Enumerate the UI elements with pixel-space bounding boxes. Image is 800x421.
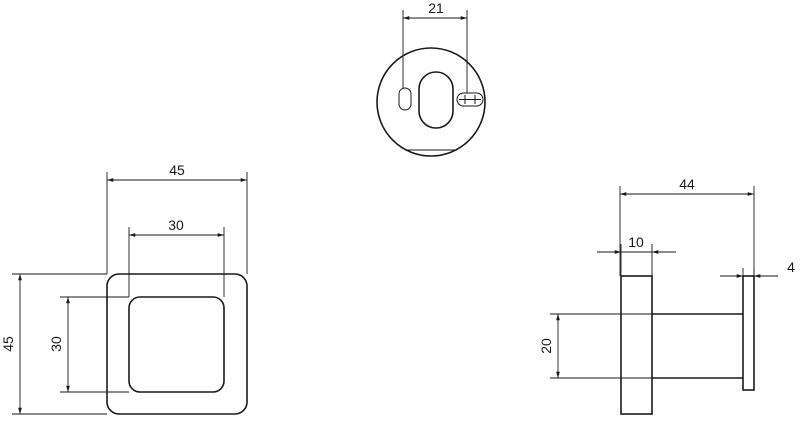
side-end-plate — [742, 275, 755, 391]
dim-20-label: 20 — [538, 338, 554, 354]
base-plate-view: 21 — [376, 0, 486, 157]
base-plate-outline — [376, 47, 486, 157]
dim-21-label: 21 — [428, 0, 444, 16]
front-inner-square — [128, 296, 225, 393]
front-outer-square — [106, 273, 248, 415]
central-slot — [418, 71, 454, 129]
dim-10-label: 10 — [628, 234, 644, 250]
dim-30h-label: 30 — [168, 217, 184, 233]
right-screw-slot — [456, 92, 484, 107]
dim-4-label: 4 — [787, 259, 795, 275]
dim-30v-label: 30 — [48, 336, 64, 352]
side-view: 44 10 4 20 — [538, 176, 795, 415]
dim-44-label: 44 — [679, 176, 695, 192]
side-flange — [620, 275, 653, 415]
dim-45h-label: 45 — [169, 162, 185, 178]
front-view: 45 30 45 30 — [0, 162, 248, 415]
dim-45v-label: 45 — [0, 336, 16, 352]
left-keyhole-slot — [398, 87, 412, 111]
